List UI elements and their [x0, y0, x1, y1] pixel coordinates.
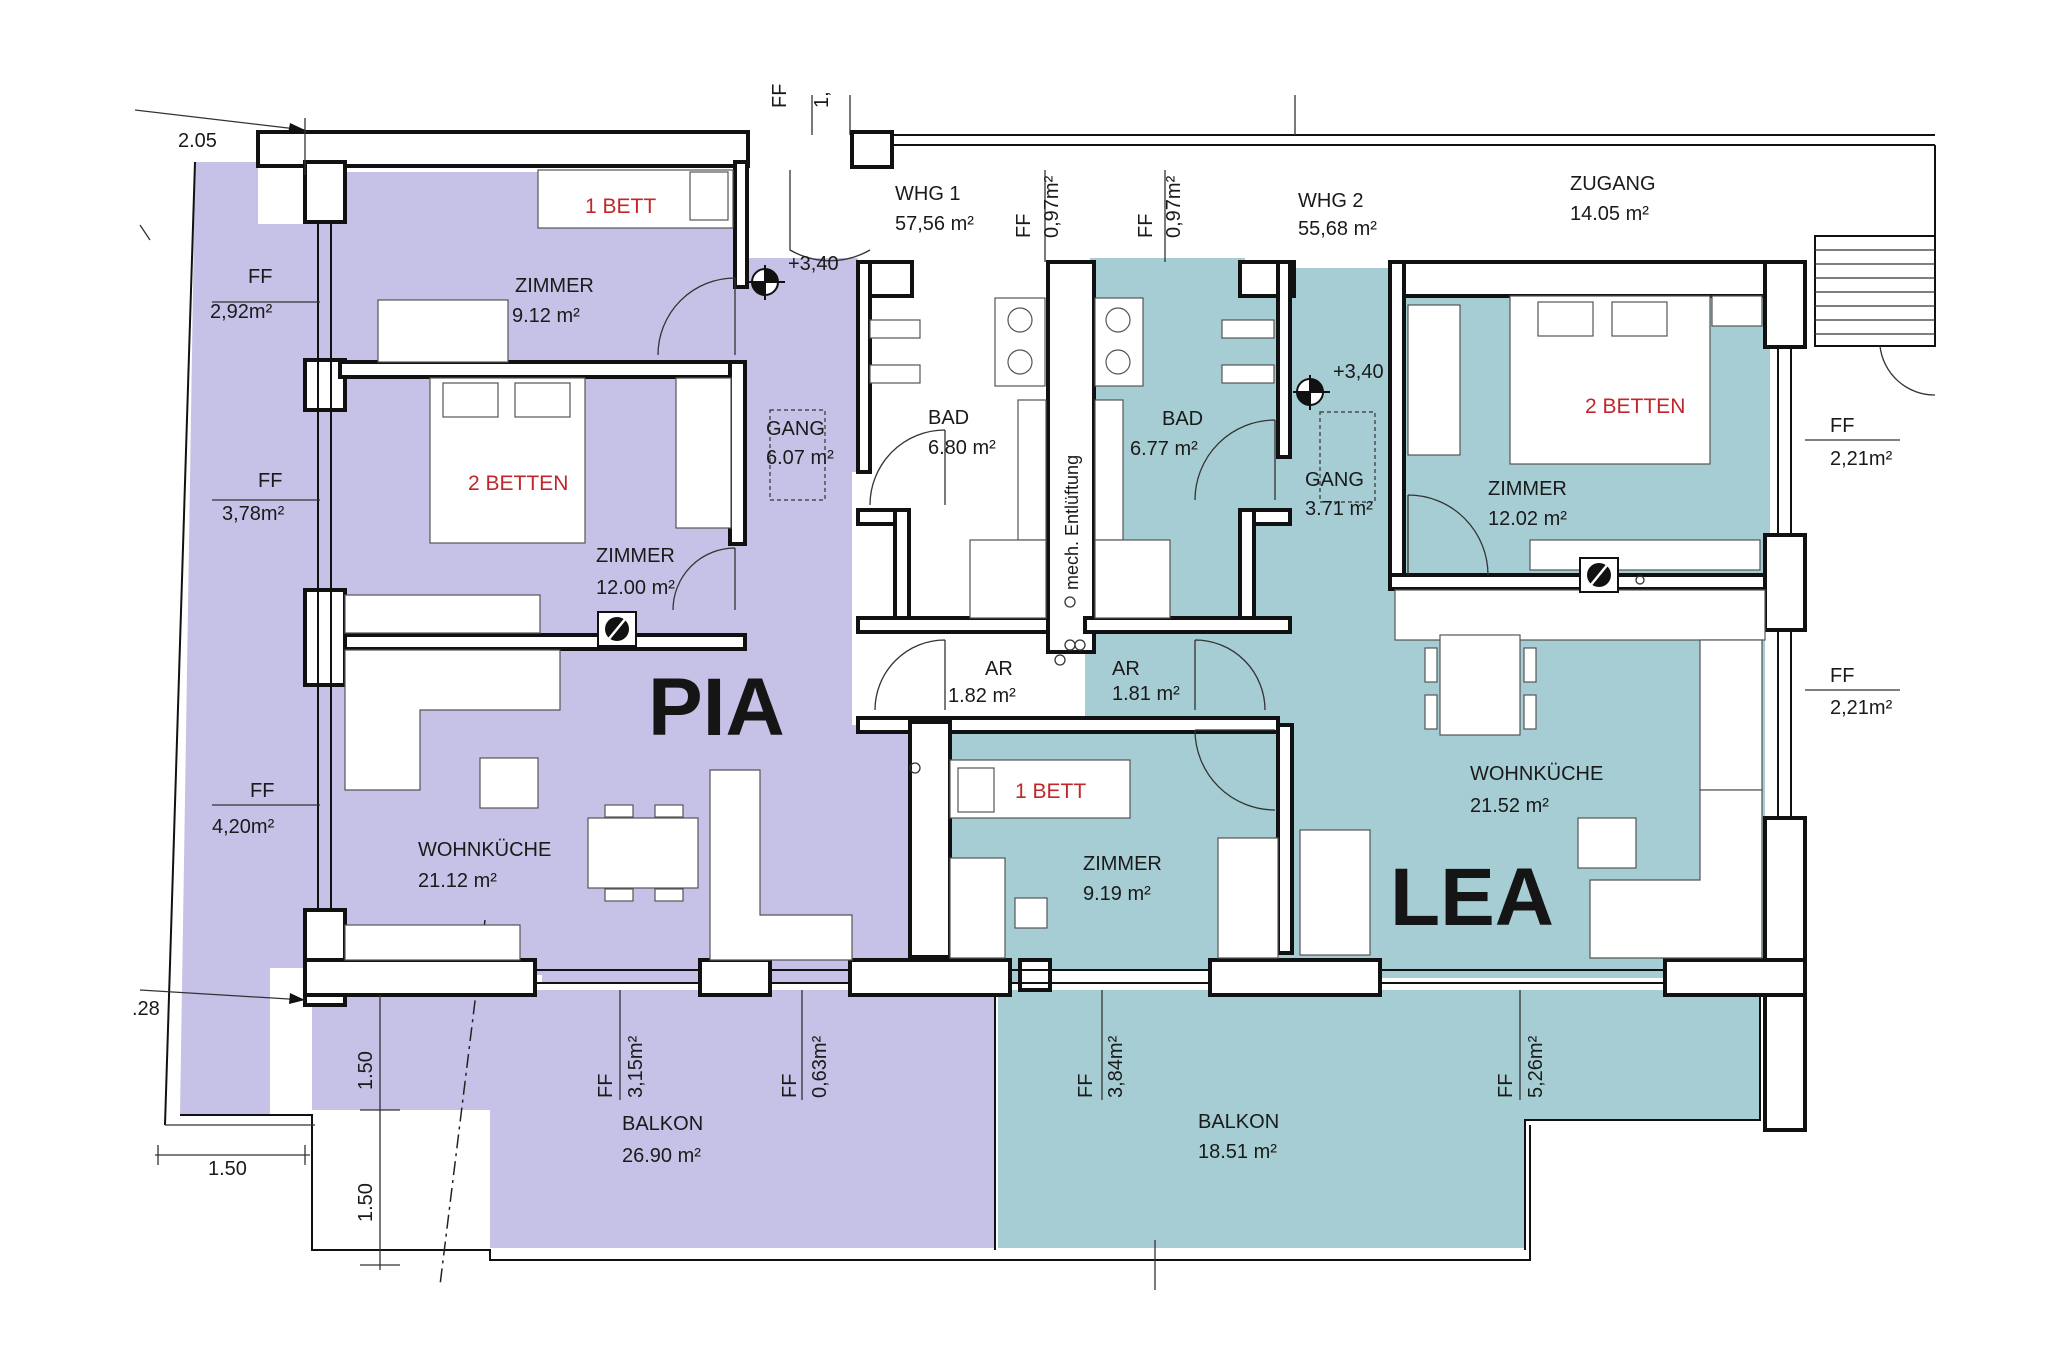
room-area-gang-lea: 3.71 m²: [1305, 498, 1373, 520]
room-area-zimmer-lea-top: 12.02 m²: [1488, 508, 1567, 530]
room-name-bad-lea: BAD: [1162, 408, 1203, 430]
room-area-zimmer-pia-mid: 12.00 m²: [596, 577, 675, 599]
room-name-ar-lea: AR: [1112, 658, 1140, 680]
ff-label-top-edge: FF: [769, 84, 791, 108]
room-area-zimmer-lea-bot: 9.19 m²: [1083, 883, 1151, 905]
room-area-whg1: 57,56 m²: [895, 213, 974, 235]
ff-label-bottom-3: FF: [1075, 1074, 1097, 1098]
furniture: [344, 169, 1766, 961]
doors: [657, 170, 1489, 811]
room-name-bad-pia: BAD: [928, 407, 969, 429]
level-marker-pia: [748, 265, 785, 300]
ff-label-bottom-1: FF: [595, 1074, 617, 1098]
ff-value-right-2: 2,21m²: [1830, 697, 1893, 719]
dim-1-50-horizontal: 1.50: [208, 1158, 247, 1180]
dimension-lines: [134, 109, 400, 1270]
stairs: [1814, 235, 1936, 396]
ff-value-left-2: 3,78m²: [222, 503, 285, 525]
room-area-wohn-lea: 21.52 m²: [1470, 795, 1549, 817]
level-label-pia: +3,40: [788, 253, 839, 275]
ff-value-bottom-3: 3,84m²: [1105, 1035, 1127, 1098]
ff-label-right-2: FF: [1830, 665, 1854, 687]
dim-28: .28: [132, 998, 160, 1020]
room-name-gang-lea: GANG: [1305, 469, 1364, 491]
terrace-outline: [180, 1114, 1531, 1261]
ff-lines: [212, 170, 1900, 1100]
outer-edge-left: [164, 161, 196, 1126]
ff-value-top-edge: 1,: [811, 91, 833, 108]
ff-value-left-1: 2,92m²: [210, 301, 273, 323]
bed-label-lea-bot: 1 BETT: [1015, 780, 1086, 803]
room-name-balkon-pia: BALKON: [622, 1113, 703, 1135]
unit-pia-balkon: [312, 990, 995, 1248]
dim-2-05: 2.05: [178, 130, 217, 152]
room-name-wohn-lea: WOHNKÜCHE: [1470, 763, 1603, 785]
ff-value-right-1: 2,21m²: [1830, 448, 1893, 470]
room-name-zugang: ZUGANG: [1570, 173, 1656, 195]
room-name-balkon-lea: BALKON: [1198, 1111, 1279, 1133]
bed-label-pia-mid: 2 BETTEN: [468, 472, 568, 495]
walls: [256, 130, 1807, 1132]
ff-label-right-1: FF: [1830, 415, 1854, 437]
shaft-markers: [909, 575, 1645, 774]
ff-label-top-1: FF: [1013, 214, 1035, 238]
room-name-whg1: WHG 1: [895, 183, 961, 205]
dim-1-50-vertical-1: 1.50: [355, 1051, 377, 1090]
room-area-zugang: 14.05 m²: [1570, 203, 1649, 225]
ff-value-left-3: 4,20m²: [212, 816, 275, 838]
room-name-wohn-pia: WOHNKÜCHE: [418, 839, 551, 861]
room-name-zimmer-lea-bot: ZIMMER: [1083, 853, 1162, 875]
room-area-bad-lea: 6.77 m²: [1130, 438, 1198, 460]
unit-name-lea: LEA: [1390, 852, 1554, 943]
unit-lea-balkon: [998, 990, 1760, 1248]
room-area-balkon-lea: 18.51 m²: [1198, 1141, 1277, 1163]
ff-value-bottom-4: 5,26m²: [1525, 1035, 1547, 1098]
room-name-zimmer-lea-top: ZIMMER: [1488, 478, 1567, 500]
level-label-lea: +3,40: [1333, 361, 1384, 383]
room-area-whg2: 55,68 m²: [1298, 218, 1377, 240]
ff-label-left-3: FF: [250, 780, 274, 802]
level-marker-lea: [1293, 375, 1330, 410]
ff-label-left-1: FF: [248, 266, 272, 288]
room-name-zimmer-pia-mid: ZIMMER: [596, 545, 675, 567]
room-area-gang-pia: 6.07 m²: [766, 447, 834, 469]
bed-label-pia-top: 1 BETT: [585, 195, 656, 218]
room-area-balkon-pia: 26.90 m²: [622, 1145, 701, 1167]
ff-value-bottom-1: 3,15m²: [625, 1035, 647, 1098]
room-area-bad-pia: 6.80 m²: [928, 437, 996, 459]
ff-value-bottom-2: 0,63m²: [809, 1035, 831, 1098]
room-name-ar-pia: AR: [985, 658, 1013, 680]
ff-label-top-2: FF: [1135, 214, 1157, 238]
unit-name-pia: PIA: [648, 662, 785, 753]
ff-label-bottom-4: FF: [1495, 1074, 1517, 1098]
dim-1-50-vertical-2: 1.50: [355, 1183, 377, 1222]
room-name-whg2: WHG 2: [1298, 190, 1364, 212]
room-area-zimmer-pia-top: 9.12 m²: [512, 305, 580, 327]
ff-label-bottom-2: FF: [779, 1074, 801, 1098]
ff-label-left-2: FF: [258, 470, 282, 492]
bed-label-lea-top: 2 BETTEN: [1585, 395, 1685, 418]
ff-value-top-2: 0,97m²: [1163, 175, 1185, 238]
room-area-ar-lea: 1.81 m²: [1112, 683, 1180, 705]
ff-value-top-1: 0,97m²: [1041, 175, 1063, 238]
balkon-edge-right: [1524, 990, 1761, 1250]
room-name-gang-pia: GANG: [766, 418, 825, 440]
smoke-detector-pia: [597, 611, 637, 647]
room-name-zimmer-pia-top: ZIMMER: [515, 275, 594, 297]
room-area-wohn-pia: 21.12 m²: [418, 870, 497, 892]
shaft-label: mech. Entlüftung: [1062, 455, 1082, 590]
room-area-ar-pia: 1.82 m²: [948, 685, 1016, 707]
smoke-detector-lea: [1579, 557, 1619, 593]
